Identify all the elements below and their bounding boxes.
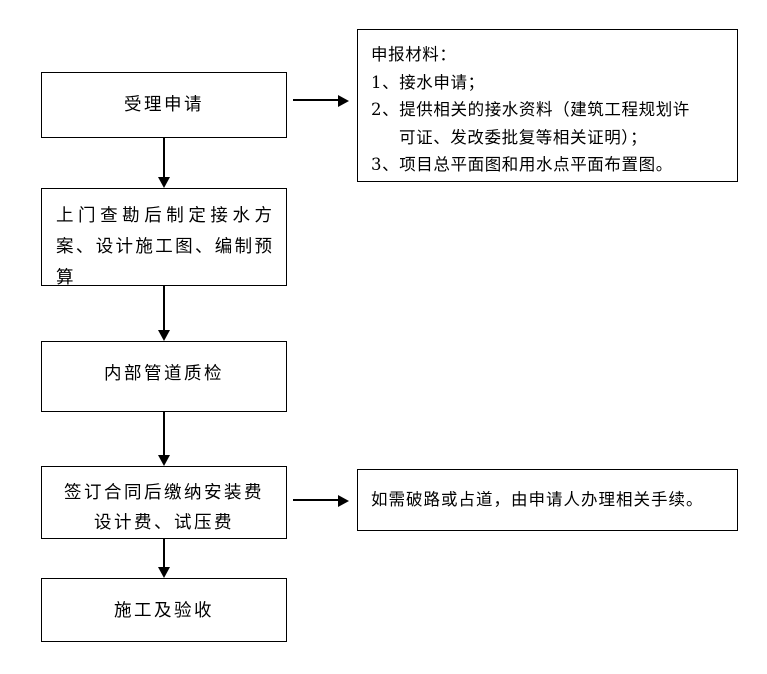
- connector-node3-to-node4-arrowhead: [157, 455, 170, 466]
- connector-node4-to-node5-arrowhead: [157, 567, 170, 578]
- node-label: 施工及验收: [114, 601, 214, 621]
- note-line: 申报材料：: [371, 45, 457, 64]
- note-line: 3、项目总平面图和用水点平面布置图。: [371, 155, 673, 174]
- node-label-line-1: 上门查勘后制定接水方: [56, 206, 272, 226]
- note-line: 1、接水申请；: [371, 72, 485, 92]
- node-survey-and-plan[interactable]: 上门查勘后制定接水方 案、设计施工图、编制预 算: [41, 188, 287, 288]
- node-internal-pipe-inspection[interactable]: 内部管道质检: [41, 341, 287, 412]
- connector-node2-to-node3-arrowhead: [157, 330, 170, 341]
- node-sign-contract-pay-fees[interactable]: 签订合同后缴纳安装费 设计费、试压费: [41, 466, 287, 539]
- node-accept-application[interactable]: 受理申请: [41, 72, 287, 138]
- connector-node3-to-node4-line: [163, 412, 166, 455]
- connector-node1-to-note1-line: [293, 99, 338, 102]
- connector-node1-to-node2-line: [163, 138, 166, 177]
- note-application-materials[interactable]: 申报材料： 1、接水申请； 2、提供相关的接水资料（建筑工程规划许 可证、发改委…: [357, 29, 738, 182]
- connector-node2-to-node3-line: [163, 286, 166, 330]
- connector-node1-to-node2-arrowhead: [157, 177, 170, 188]
- node-label-line-2: 案、设计施工图、编制预: [56, 237, 272, 257]
- node-label-line-2: 设计费、试压费: [94, 513, 234, 533]
- node-label-line-1: 签订合同后缴纳安装费: [64, 483, 264, 503]
- note-road-excavation[interactable]: 如需破路或占道，由申请人办理相关手续。: [357, 469, 738, 531]
- connector-node1-to-note1-arrowhead: [338, 94, 349, 107]
- connector-node4-to-node5-line: [163, 539, 166, 567]
- node-label: 受理申请: [124, 95, 204, 115]
- connector-node4-to-note2-line: [293, 499, 338, 502]
- node-label: 内部管道质检: [104, 364, 224, 384]
- node-construction-and-acceptance[interactable]: 施工及验收: [41, 578, 287, 642]
- note-line: 可证、发改委批复等相关证明）；: [399, 127, 648, 147]
- note-line: 2、提供相关的接水资料（建筑工程规划许: [371, 100, 690, 119]
- node-label-line-3: 算: [56, 268, 74, 288]
- connector-node4-to-note2-arrowhead: [338, 494, 349, 507]
- note-line: 如需破路或占道，由申请人办理相关手续。: [371, 490, 704, 510]
